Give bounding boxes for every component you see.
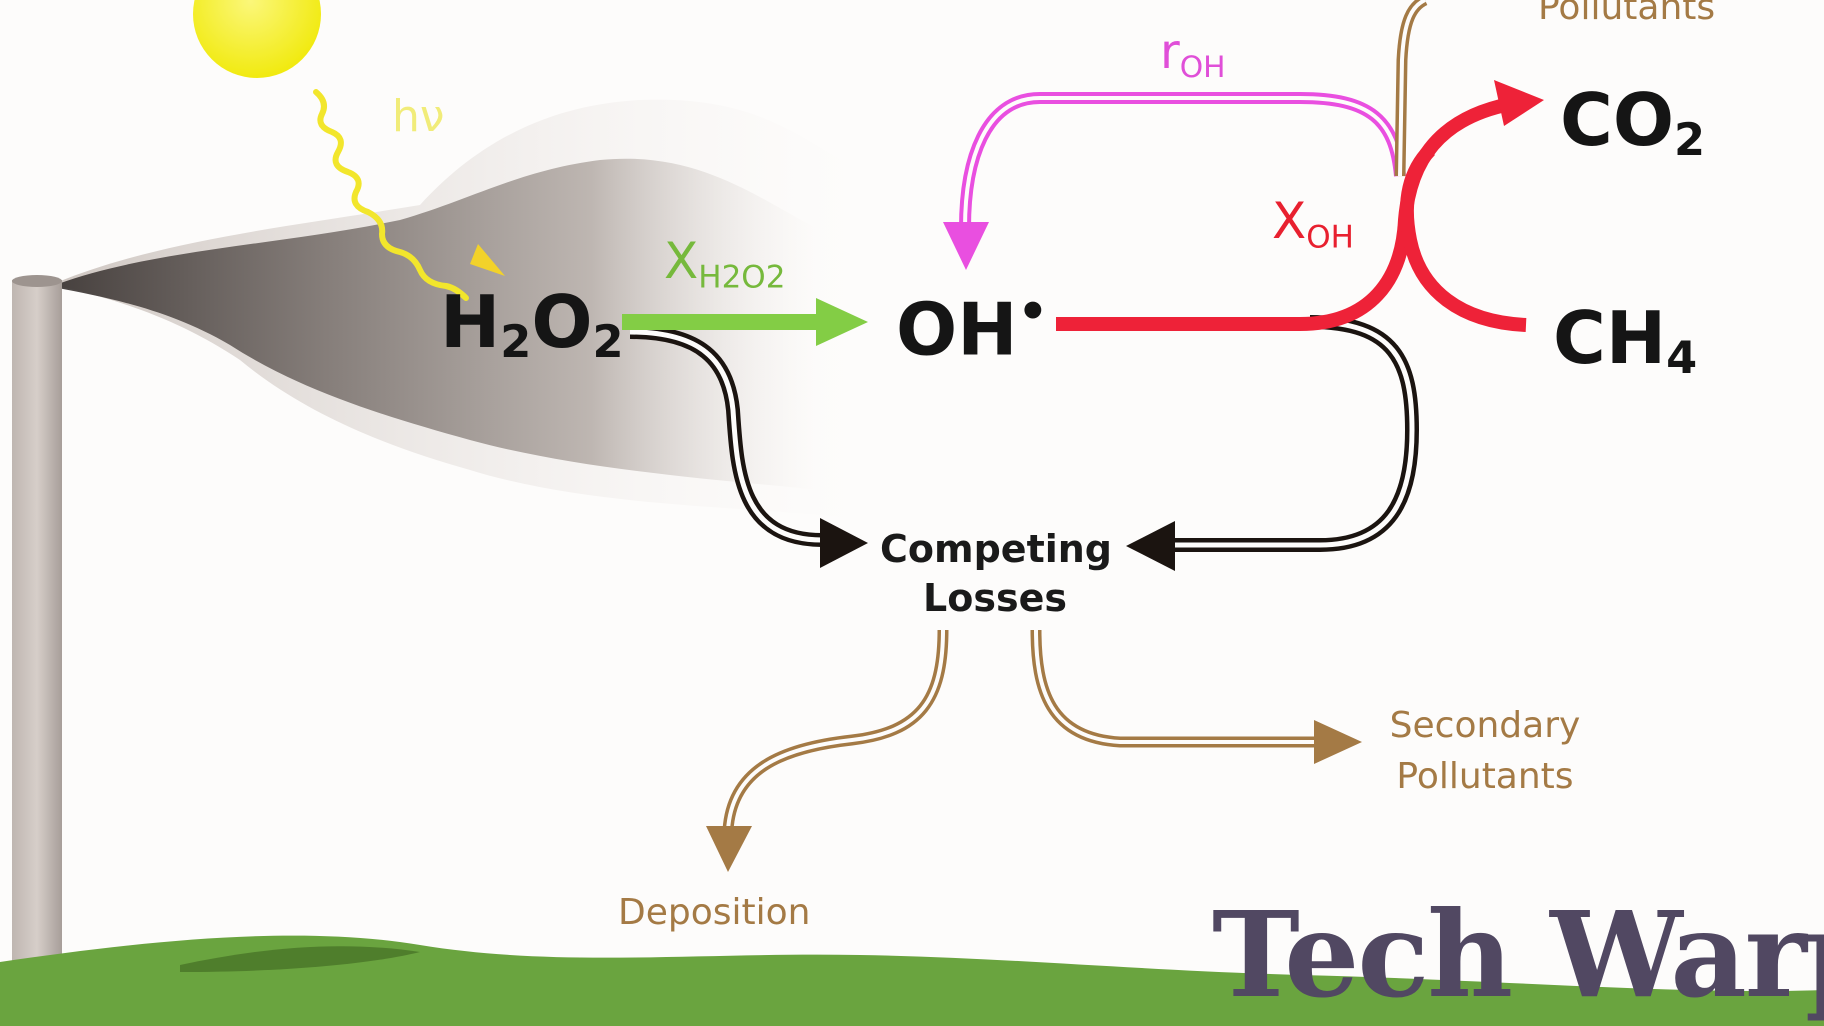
deposition-label: Deposition <box>618 892 811 933</box>
secondary-pollutants-line2: Pollutants <box>1396 756 1574 798</box>
smokestack <box>12 280 62 1026</box>
ch4-label: CH4 <box>1553 296 1698 384</box>
watermark-logo: Tech Warps <box>1212 885 1824 1024</box>
top-pollutants-label: Pollutants <box>1538 0 1716 28</box>
oh-radical-label: OH• <box>896 284 1049 372</box>
sun <box>193 0 321 78</box>
competing-losses-label: Competing Losses <box>880 525 1113 624</box>
competing-losses-line2: Losses <box>923 576 1067 621</box>
hv-label: hν <box>392 91 445 142</box>
ch4-consumption-curve <box>1399 145 1527 332</box>
arrowhead-secondary <box>1314 720 1362 764</box>
co2-label: CO2 <box>1560 78 1706 166</box>
x-oh-label: XOH <box>1272 192 1354 256</box>
hv-wave <box>313 89 469 301</box>
r-oh-label: rOH <box>1160 24 1226 85</box>
arrowhead-h2o2-loss <box>820 518 868 568</box>
x-h2o2-label: XH2O2 <box>664 232 786 296</box>
ground-dark-hill <box>180 946 420 972</box>
smoke-plume <box>58 158 820 491</box>
arrowhead-deposition <box>706 826 752 872</box>
secondary-pollutants-label: Secondary Pollutants <box>1370 700 1600 802</box>
x-oh-arrowhead <box>1494 80 1544 126</box>
h2o2-to-oh-arrow <box>622 314 822 330</box>
ground <box>0 935 1824 1026</box>
arrowhead-oh-loss <box>1126 521 1175 571</box>
secondary-pollutants-line1: Secondary <box>1389 705 1581 746</box>
competing-losses-line1: Competing <box>880 527 1113 571</box>
h2o2-label: H2O2 <box>440 280 624 368</box>
